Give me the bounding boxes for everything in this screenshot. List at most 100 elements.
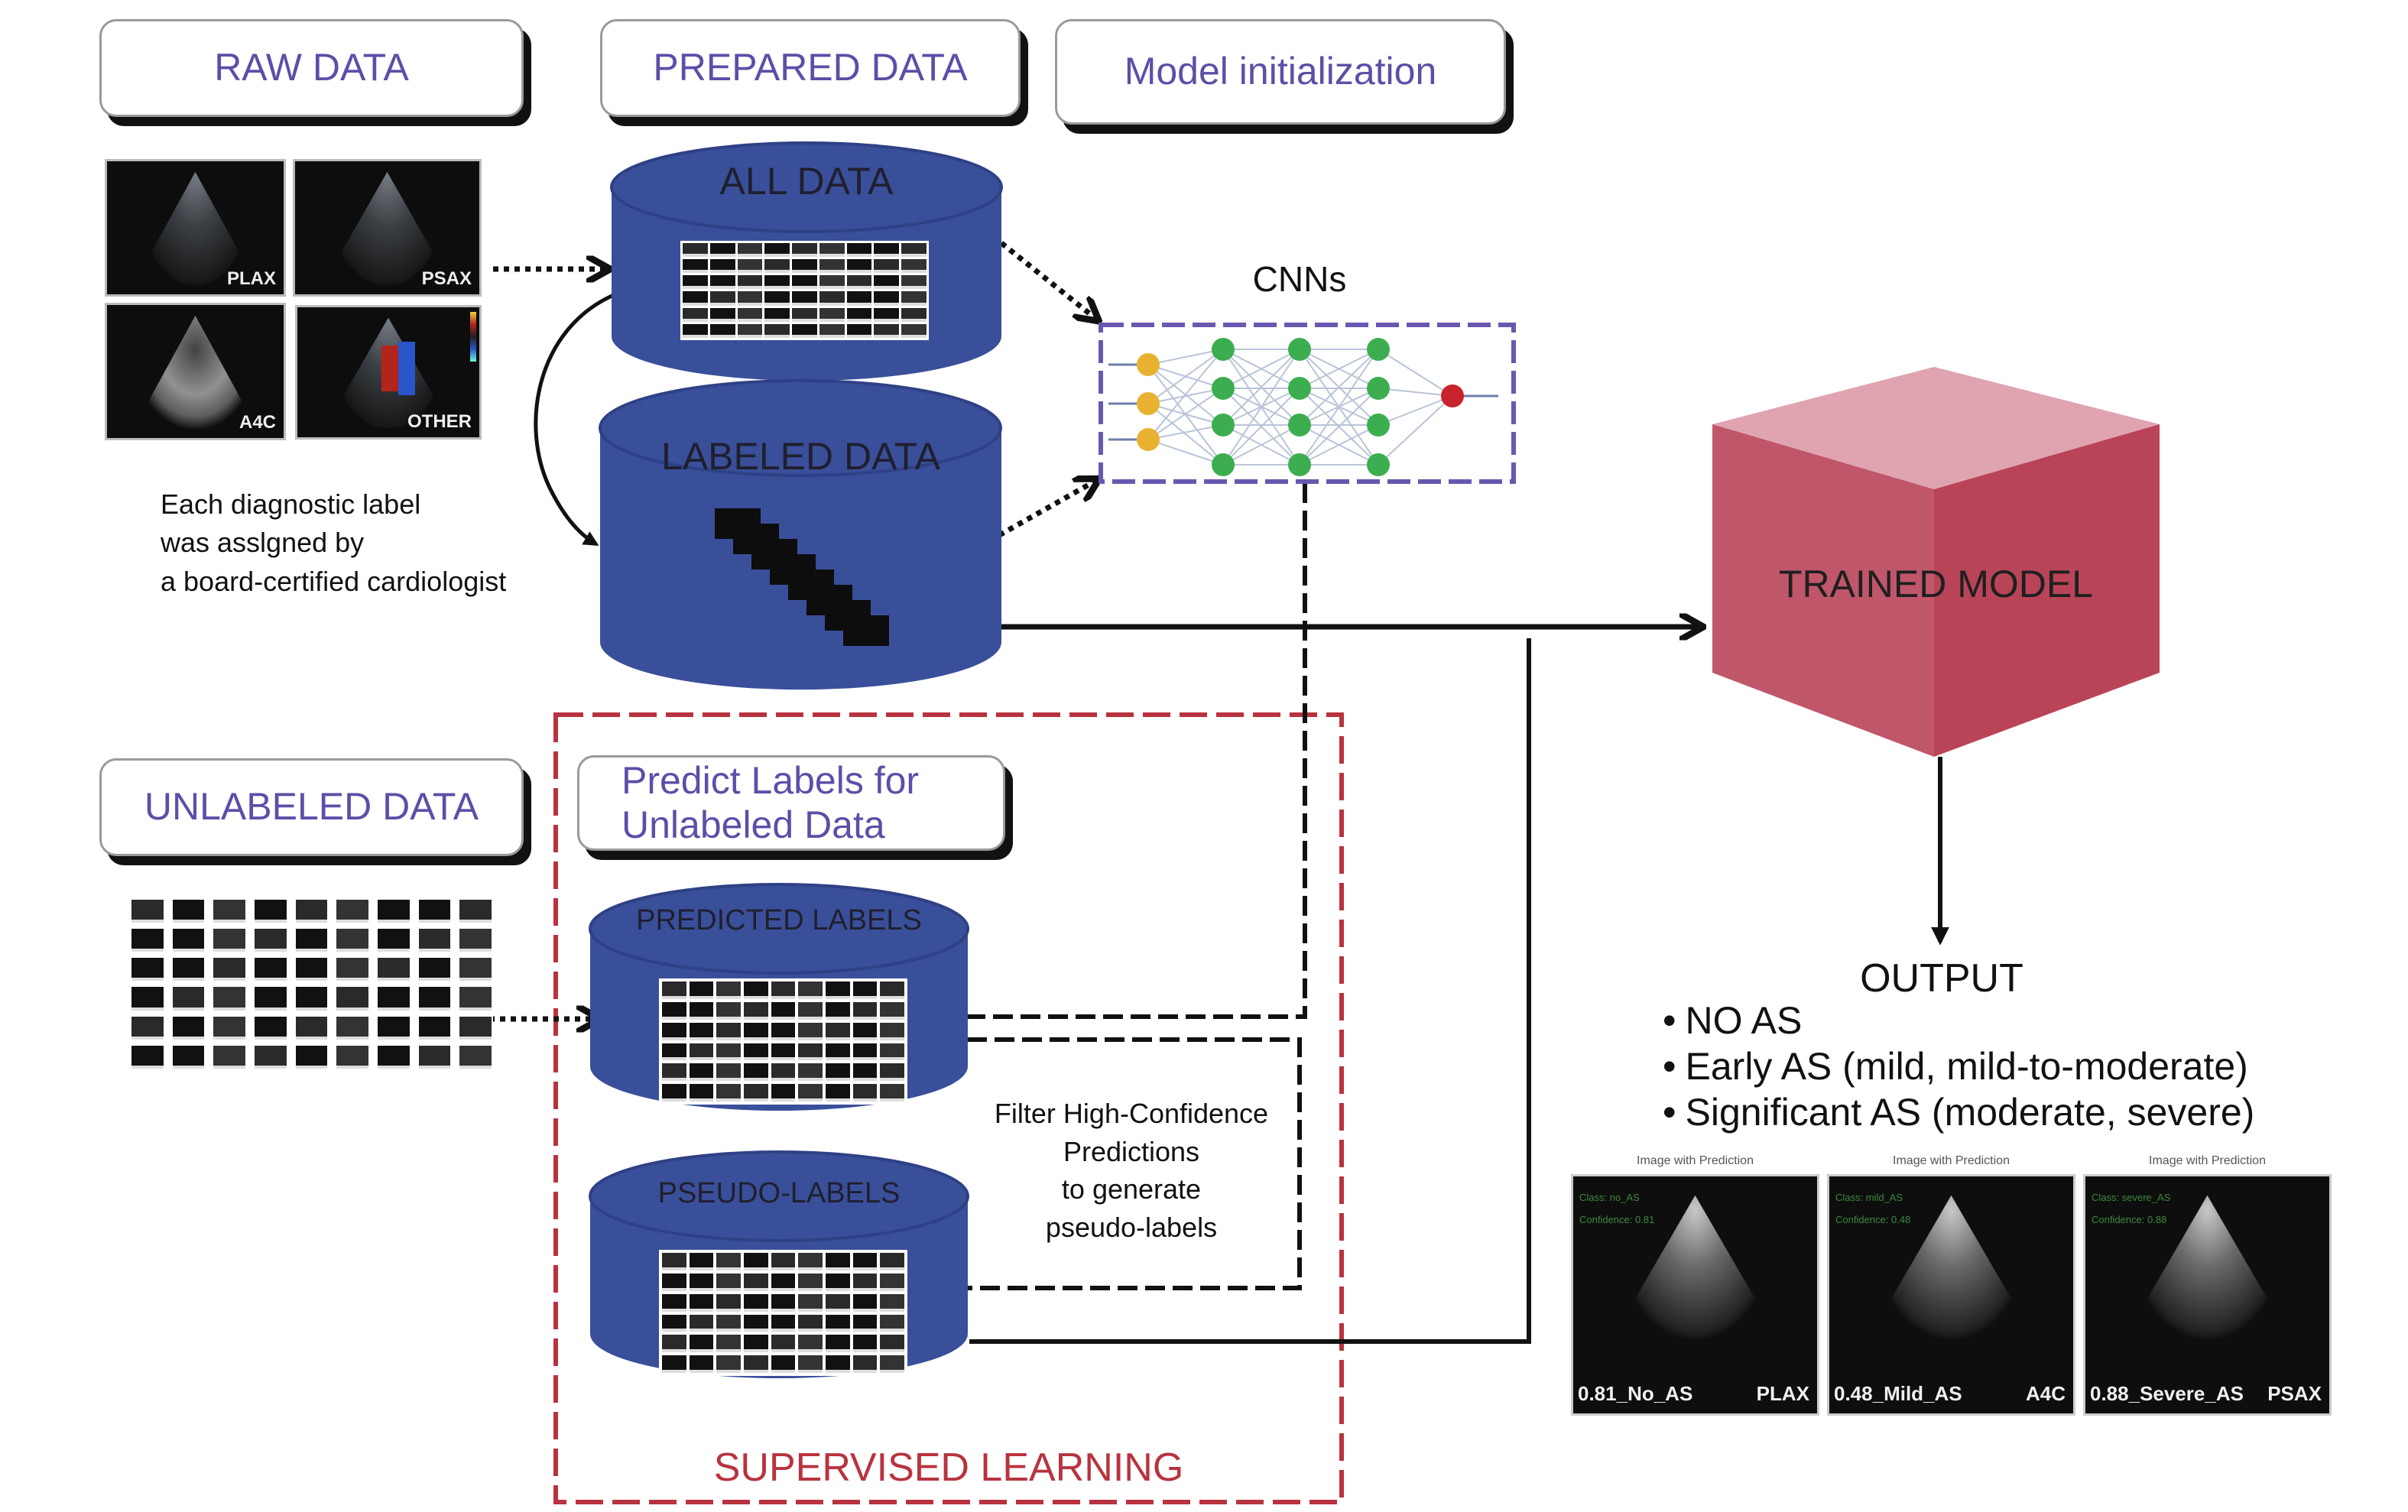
thumbnail-tile	[744, 1294, 768, 1312]
thumbnail-tile	[459, 987, 492, 1010]
thumbnail-tile	[826, 1294, 850, 1312]
thumbnail-tile	[173, 1046, 205, 1069]
thumbnail-tile	[690, 1315, 714, 1332]
thumbnail-tile	[874, 308, 899, 322]
thumbnail-tile	[901, 308, 927, 322]
thumbnail-tile	[378, 958, 410, 981]
thumbnail-tile	[213, 987, 245, 1010]
confidence-line: Confidence: 0.48	[1835, 1209, 1910, 1231]
thumbnail-tile	[662, 1335, 686, 1352]
raw-image-view-label: PSAX	[422, 268, 472, 290]
output-example-image: Class: no_AS Confidence: 0.81 0.81_No_AS…	[1571, 1174, 1819, 1416]
thumbnail-tile	[213, 900, 245, 923]
annotation-line: was asslgned by	[161, 524, 506, 562]
thumbnail-tile	[131, 1017, 164, 1040]
thumbnail-tile	[296, 1017, 328, 1040]
thumbnail-tile	[255, 1017, 287, 1040]
filter-line: pseudo-labels	[971, 1209, 1292, 1247]
thumbnail-tile	[419, 900, 451, 923]
thumbnail-tile	[744, 1355, 768, 1373]
thumbnail-tile	[847, 275, 872, 289]
output-class-item: Early AS (mild, mild-to-moderate)	[1663, 1043, 2254, 1089]
thumbnail-tile	[798, 1294, 823, 1312]
thumbnail-tile	[716, 1084, 741, 1102]
thumbnail-tile	[336, 987, 368, 1010]
thumbnail-tile	[771, 1274, 796, 1291]
thumbnail-tile	[847, 291, 872, 305]
thumbnail-tile	[880, 1063, 904, 1081]
thumbnail-tile	[792, 308, 817, 322]
output-example-caption: Image with Prediction	[1571, 1154, 1819, 1174]
thumbnail-tile	[880, 1253, 904, 1270]
thumbnail-tile	[819, 308, 845, 322]
annotation-line: Each diagnostic label	[161, 485, 506, 524]
thumbnail-tile	[662, 1002, 686, 1020]
thumbnail-tile	[336, 900, 368, 923]
thumbnail-tile	[819, 259, 845, 273]
trained-model-label: TRAINED MODEL	[1712, 562, 2160, 606]
thumbnail-tile	[716, 1315, 741, 1332]
raw-image-view-label: PLAX	[227, 268, 276, 290]
thumbnail-tile	[847, 243, 872, 257]
cnn-hidden-node	[1212, 338, 1235, 361]
cnn-hidden-node	[1212, 453, 1235, 476]
thumbnail-tile	[690, 1002, 714, 1020]
thumbnail-tile	[378, 900, 410, 923]
prepared-data-header: PREPARED DATA	[600, 19, 1021, 117]
thumbnail-tile	[662, 1084, 686, 1102]
thumbnail-tile	[771, 1063, 796, 1081]
thumbnail-tile	[764, 308, 790, 322]
thumbnail-tile	[131, 900, 164, 923]
output-example-image: Class: severe_AS Confidence: 0.88 0.88_S…	[2083, 1174, 2332, 1416]
thumbnail-tile	[683, 291, 708, 305]
thumbnail-tile	[901, 275, 927, 289]
output-example-view: PLAX	[1757, 1382, 1809, 1406]
thumbnail-tile	[710, 291, 735, 305]
unlabeled-thumbnail-grid	[130, 898, 493, 1070]
thumbnail-tile	[744, 1274, 768, 1291]
thumbnail-tile	[798, 1063, 823, 1081]
thumbnail-tile	[131, 929, 164, 952]
thumbnail-tile	[255, 987, 287, 1010]
thumbnail-tile	[798, 982, 823, 999]
predict-labels-header: Predict Labels for Unlabeled Data	[577, 755, 1005, 851]
thumbnail-tile	[683, 259, 708, 273]
thumbnail-tile	[690, 1084, 714, 1102]
thumbnail-tile	[744, 1315, 768, 1332]
thumbnail-tile	[853, 1335, 878, 1352]
cnn-hidden-node	[1367, 338, 1390, 361]
pseudo-labels-thumbnail-grid	[659, 1250, 907, 1376]
raw-image-a4c: A4C	[105, 303, 286, 440]
labeled-data-cylinder	[600, 381, 1001, 689]
thumbnail-tile	[826, 982, 850, 999]
unlabeled-data-header: UNLABELED DATA	[99, 758, 524, 856]
thumbnail-tile	[792, 243, 817, 257]
thumbnail-tile	[662, 1253, 686, 1270]
cnn-hidden-node	[1212, 377, 1235, 400]
thumbnail-tile	[853, 1063, 878, 1081]
filter-line: Predictions	[971, 1133, 1292, 1171]
thumbnail-tile	[213, 1017, 245, 1040]
output-example-card: Image with Prediction Class: severe_AS C…	[2083, 1154, 2332, 1416]
thumbnail-tile	[853, 1023, 878, 1040]
thumbnail-tile	[826, 1063, 850, 1081]
thumbnail-tile	[419, 929, 451, 952]
thumbnail-tile	[710, 243, 735, 257]
thumbnail-tile	[716, 1335, 741, 1352]
thumbnail-tile	[826, 1315, 850, 1332]
thumbnail-tile	[853, 1294, 878, 1312]
thumbnail-tile	[901, 291, 927, 305]
thumbnail-tile	[690, 1043, 714, 1061]
thumbnail-tile	[716, 1274, 741, 1291]
thumbnail-tile	[710, 259, 735, 273]
thumbnail-tile	[419, 1046, 451, 1069]
thumbnail-tile	[853, 1002, 878, 1020]
thumbnail-tile	[847, 324, 872, 338]
class-line: Class: severe_AS	[2092, 1187, 2170, 1209]
thumbnail-tile	[255, 958, 287, 981]
thumbnail-tile	[819, 291, 845, 305]
thumbnail-tile	[764, 324, 790, 338]
annotation-line: a board-certified cardiologist	[161, 563, 506, 601]
thumbnail-tile	[173, 1017, 205, 1040]
filter-description: Filter High-Confidence Predictions to ge…	[971, 1095, 1292, 1247]
